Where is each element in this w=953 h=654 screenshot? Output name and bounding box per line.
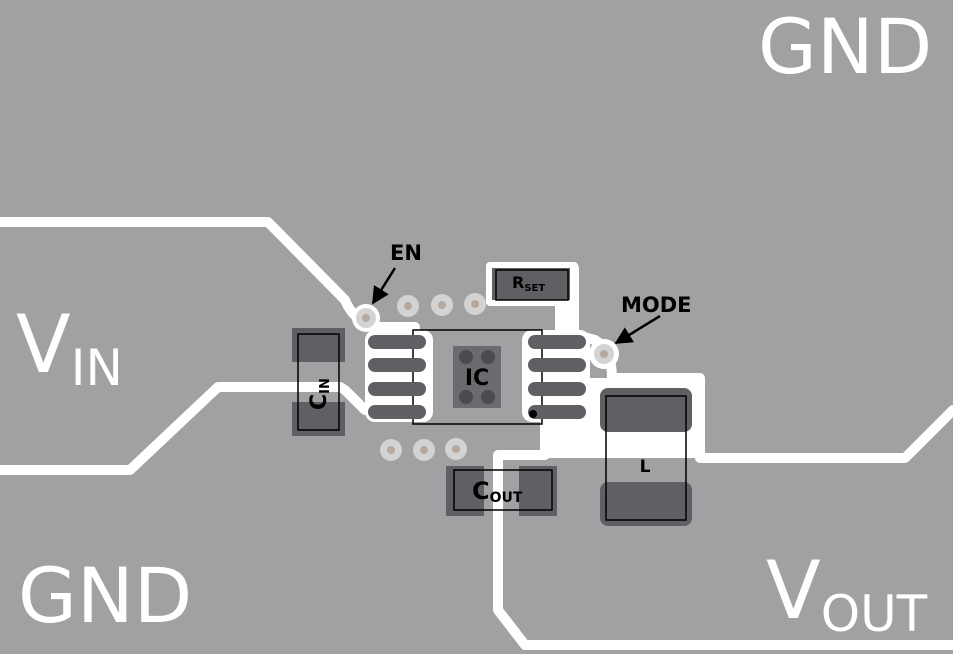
inductor	[600, 388, 692, 526]
ic-outline	[412, 329, 543, 425]
en-arrow	[371, 267, 397, 305]
mode-via	[594, 344, 614, 364]
ic-right-pins	[528, 335, 586, 419]
rset-resistor	[492, 268, 570, 301]
cin-label-group: CIN	[307, 378, 333, 410]
cin-capacitor	[292, 328, 345, 436]
gnd-via	[445, 438, 467, 460]
vout-label: VOUT	[766, 544, 928, 643]
gnd-via	[413, 439, 435, 461]
inductor-label: L	[640, 457, 651, 477]
gnd-via	[431, 294, 453, 316]
cout-capacitor	[446, 466, 557, 516]
gnd-via	[397, 295, 419, 317]
en-via	[356, 308, 376, 328]
cout-label: COUT	[472, 477, 523, 506]
gnd-top-label: GND	[758, 2, 932, 91]
ic-left-pins	[368, 335, 426, 419]
mode-arrow	[614, 314, 661, 345]
ic-label: IC	[465, 366, 489, 391]
gnd-bottom-label: GND	[18, 551, 192, 640]
gnd-via	[464, 293, 486, 315]
ic-thermal-pad	[453, 346, 501, 408]
rset-label: RSET	[512, 273, 545, 294]
gnd-via	[380, 439, 402, 461]
vias	[356, 293, 614, 461]
en-callout-label: EN	[390, 241, 422, 265]
mode-callout-label: MODE	[621, 293, 692, 317]
cin-label: CIN	[307, 378, 333, 410]
pin1-marker	[529, 410, 537, 418]
vin-label: VIN	[16, 298, 123, 397]
